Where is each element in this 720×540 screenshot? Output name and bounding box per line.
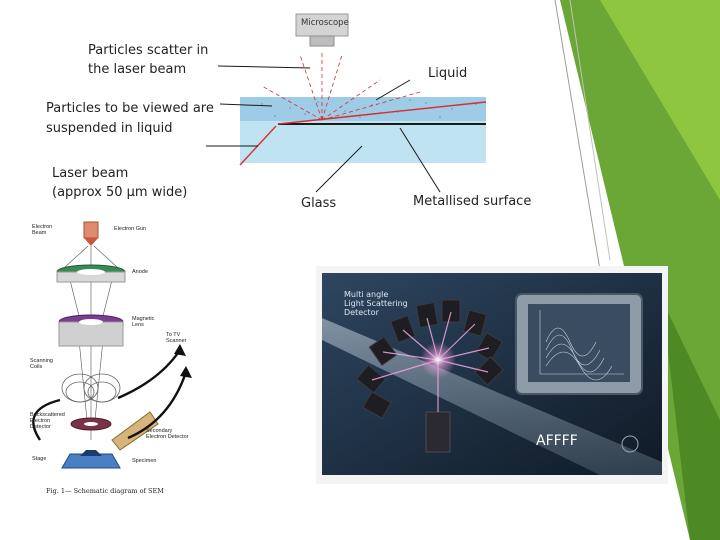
detector-array bbox=[356, 299, 504, 419]
sem-secondary: Secondary Electron Detector bbox=[146, 428, 189, 440]
scattered-rays bbox=[261, 50, 421, 121]
tv-arrows bbox=[32, 349, 188, 441]
thin-line-2 bbox=[569, 0, 611, 261]
glass-tube bbox=[322, 318, 662, 475]
scatter-glow bbox=[420, 342, 456, 378]
sem-specimen: Specimen bbox=[132, 458, 157, 464]
particles-label-line1: Particles to be viewed are bbox=[46, 101, 214, 116]
leader-lines bbox=[206, 65, 441, 193]
magnetic-lens-hole bbox=[79, 319, 103, 325]
metal-label: Metallised surface bbox=[413, 194, 532, 209]
liquid-label: Liquid bbox=[428, 66, 468, 81]
laser-label: Laser beam (approx 50 µm wide) bbox=[52, 164, 187, 202]
glass-label: Glass bbox=[301, 196, 337, 211]
watermark-text: AFFFF bbox=[536, 433, 578, 449]
crest-logo bbox=[621, 435, 639, 453]
malls-detector-line3: Detector bbox=[344, 308, 379, 317]
sem-scanning-coils: Scanning Coils bbox=[30, 358, 53, 370]
scatter-label-line1: Particles scatter in bbox=[88, 43, 209, 58]
laser-label-line2: (approx 50 µm wide) bbox=[52, 185, 188, 200]
particles bbox=[261, 99, 477, 118]
sem-magnetic-lens: Magnetic Lens bbox=[132, 316, 155, 328]
sem-electron-beam: Electron Beam bbox=[32, 224, 53, 236]
thin-line-1 bbox=[554, 0, 601, 271]
gun-tip bbox=[84, 238, 98, 246]
malls-detector-label: Multi angle Light Scattering Detector bbox=[344, 290, 408, 317]
green-band-light bbox=[600, 0, 720, 200]
particles-label: Particles to be viewed are suspended in … bbox=[46, 99, 214, 139]
sem-electron-gun: Electron Gun bbox=[114, 226, 147, 232]
sem-stage: Stage bbox=[32, 456, 47, 462]
malls-detector-line1: Multi angle bbox=[344, 290, 389, 299]
liquid-layer bbox=[240, 97, 486, 121]
microscope-objective bbox=[309, 35, 335, 47]
microscope-label: Microscope bbox=[301, 18, 349, 28]
backscatter-hole bbox=[84, 422, 98, 426]
scanning-coils bbox=[61, 373, 121, 403]
monitor-screen bbox=[528, 304, 630, 382]
stage bbox=[61, 453, 121, 469]
particles-label-line2: suspended in liquid bbox=[46, 121, 173, 136]
anode-hole bbox=[77, 269, 105, 275]
scatter-label: Particles scatter in the laser beam bbox=[88, 41, 208, 79]
laser-label-line1: Laser beam bbox=[52, 166, 129, 181]
arrow-head-2 bbox=[180, 366, 192, 378]
specimen bbox=[80, 450, 102, 456]
monitor-plot bbox=[539, 310, 624, 381]
malls-detector-line2: Light Scattering bbox=[344, 299, 408, 308]
glass-block bbox=[240, 120, 486, 163]
magnetic-lens-body bbox=[58, 321, 124, 347]
sem-caption: Fig. 1— Schematic diagram of SEM bbox=[46, 487, 164, 495]
laser-beam-reflected bbox=[277, 101, 487, 125]
secondary-detector bbox=[111, 411, 159, 451]
arrow-head-1 bbox=[174, 344, 186, 356]
sem-anode: Anode bbox=[132, 269, 148, 275]
sem-to-tv: To TV Scanner bbox=[166, 332, 187, 344]
sem-backscatter: Backscattered Electron Detector bbox=[30, 412, 65, 430]
green-band-shadow bbox=[662, 300, 720, 540]
laser-source bbox=[425, 411, 451, 453]
scatter-label-line2: the laser beam bbox=[88, 62, 187, 77]
